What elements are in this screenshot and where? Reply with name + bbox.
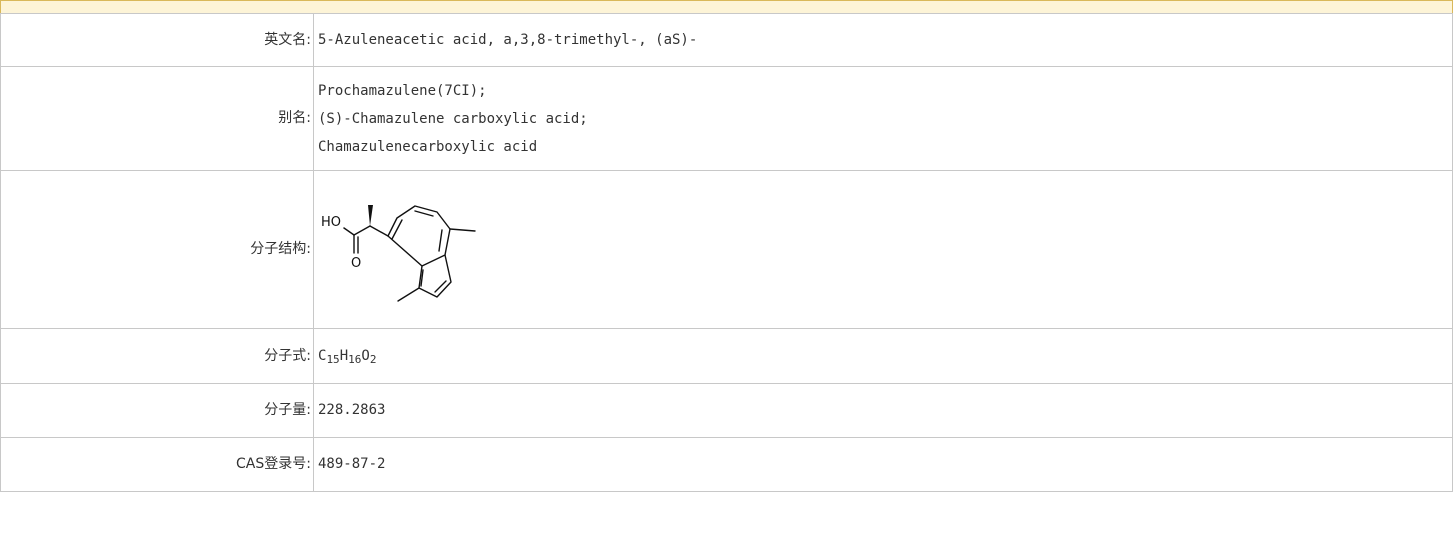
formula-value: C15H16O2	[313, 328, 1453, 384]
alias-item: (S)-Chamazulene carboxylic acid;	[318, 110, 588, 127]
formula-element: H	[339, 347, 349, 364]
hydroxyl-atom-label: HO	[321, 215, 341, 230]
english-name-value: 5-Azuleneacetic acid, a,3,8-trimethyl-, …	[313, 13, 1453, 67]
molecular-weight-value: 228.2863	[313, 383, 1453, 438]
oxygen-atom-label: O	[351, 256, 361, 271]
alias-item: Chamazulenecarboxylic acid	[318, 138, 538, 155]
formula-element: O	[361, 347, 370, 364]
compound-info-table: 英文名: 5-Azuleneacetic acid, a,3,8-trimeth…	[0, 13, 1453, 492]
formula-element: C	[318, 347, 327, 364]
molecular-weight-label: 分子量:	[0, 383, 314, 438]
alias-item: Prochamazulene(7CI);	[318, 82, 487, 99]
cas-number-label: CAS登录号:	[0, 437, 314, 492]
formula-label: 分子式:	[0, 328, 314, 384]
aliases-label: 别名:	[0, 66, 314, 171]
row-formula: 分子式: C15H16O2	[0, 328, 1453, 384]
aliases-value: Prochamazulene(7CI); (S)-Chamazulene car…	[313, 66, 1453, 171]
formula-count: 15	[326, 352, 340, 366]
formula-count: 16	[348, 352, 362, 366]
row-structure: 分子结构:	[0, 170, 1453, 329]
molecular-structure-image: HO O	[321, 204, 476, 302]
formula-count: 2	[369, 352, 377, 366]
cas-number-value: 489-87-2	[313, 437, 1453, 492]
section-header-strip	[0, 0, 1453, 14]
row-cas-number: CAS登录号: 489-87-2	[0, 437, 1453, 492]
english-name-label: 英文名:	[0, 13, 314, 67]
row-molecular-weight: 分子量: 228.2863	[0, 383, 1453, 438]
row-aliases: 别名: Prochamazulene(7CI); (S)-Chamazulene…	[0, 66, 1453, 171]
structure-value: HO O	[313, 170, 1453, 329]
row-english-name: 英文名: 5-Azuleneacetic acid, a,3,8-trimeth…	[0, 13, 1453, 67]
structure-label: 分子结构:	[0, 170, 314, 329]
